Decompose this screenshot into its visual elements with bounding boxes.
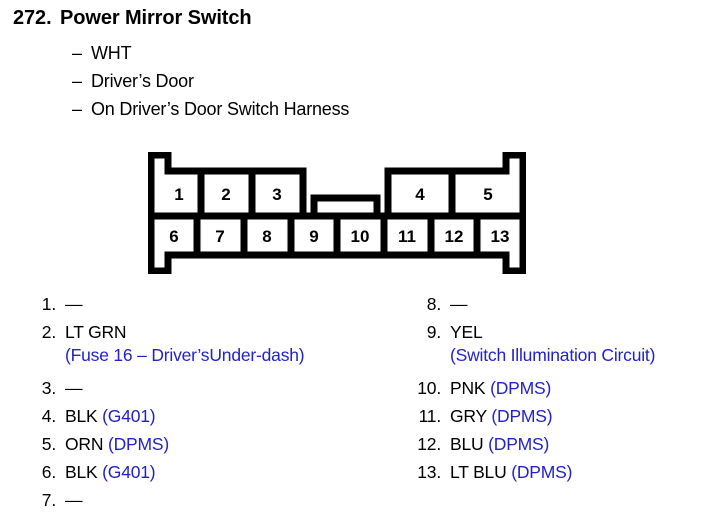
connector-pin-label-13: 13 [491,227,510,246]
pin-number: 13. [417,462,441,482]
connector-svg: 1 2 3 4 5 6 7 8 9 10 11 12 13 [148,152,526,274]
pin-number: 6. [41,462,56,482]
bullet-dash-icon: – [72,99,82,119]
pin-wire-color: PNK [450,378,486,398]
pin-circuit-name: (DPMS) [490,378,552,398]
header-subline-text: WHT [91,43,132,63]
pin-list-item: 6. BLK (G401) [25,462,385,490]
pin-list-item: 10. PNK (DPMS) [410,378,700,406]
connector-pin-label-3: 3 [272,185,281,204]
pin-list-item: 3. — [25,378,385,406]
pin-number: 3. [41,378,56,398]
pin-number: 8. [426,294,441,314]
pin-list-item: 1. — [25,294,385,322]
pin-number: 12. [417,434,441,454]
pin-circuit-name: (DPMS) [491,406,553,426]
connector-pin-label-6: 6 [169,227,178,246]
connector-diagram: 1 2 3 4 5 6 7 8 9 10 11 12 13 [148,152,526,274]
pin-list-item: 13. LT BLU (DPMS) [410,462,700,490]
pin-wire-color: LT GRN [65,322,127,342]
pin-wire-color: — [65,490,83,510]
pin-wire-color: — [65,294,83,314]
bullet-dash-icon: – [72,43,82,63]
page-title-text: Power Mirror Switch [60,7,252,29]
header-subline-location: –Driver’s Door [72,71,194,92]
pin-number: 4. [41,406,56,426]
page-title: 272. Power Mirror Switch [13,7,252,30]
pin-wire-color: — [450,294,468,314]
connector-pin-label-1: 1 [174,185,183,204]
pin-number: 5. [41,434,56,454]
pin-number: 2. [41,322,56,342]
connector-pin-label-2: 2 [221,185,230,204]
pin-circuit-name: (Switch Illumination Circuit) [450,345,656,365]
pin-list-item: 5. ORN (DPMS) [25,434,385,462]
header-subline-wire-color: –WHT [72,43,132,64]
header-subline-harness: –On Driver’s Door Switch Harness [72,99,349,120]
pin-wire-color: GRY [450,406,487,426]
pin-wire-color: BLU [450,434,484,454]
pin-number: 11. [418,406,442,426]
pin-list-item: 7. — [25,490,385,518]
pin-number: 7. [41,490,56,510]
connector-pin-label-11: 11 [398,227,416,246]
connector-pin-label-8: 8 [262,227,271,246]
header-subline-text: Driver’s Door [91,71,194,91]
connector-pin-label-7: 7 [215,227,224,246]
pin-circuit-name: (DPMS) [488,434,550,454]
pin-number: 10. [417,378,441,398]
connector-pin-label-12: 12 [445,227,464,246]
pin-wire-color: YEL [450,322,483,342]
pin-list-item: 8. — [410,294,700,322]
connector-pin-label-4: 4 [415,185,425,204]
pin-number: 1. [41,294,56,314]
connector-pin-label-10: 10 [351,227,370,246]
pin-wire-color: — [65,378,83,398]
pin-wire-color: ORN [65,434,104,454]
bullet-dash-icon: – [72,71,82,91]
connector-pin-label-9: 9 [309,227,318,246]
pin-wire-color: BLK [65,462,98,482]
page-title-number: 272. [13,7,52,29]
pin-circuit-name: (G401) [102,462,156,482]
pin-list-item: 11. GRY (DPMS) [410,406,700,434]
pin-list-item: 4. BLK (G401) [25,406,385,434]
pin-list-right: 8. — 9. YEL (Switch Illumination Circuit) 1… [410,294,700,490]
pin-list-item: 9. YEL (Switch Illumination Circuit) [410,322,700,378]
pin-list-left: 1. — 2. LT GRN (Fuse 16 – Driver’sUnder-das… [25,294,385,518]
pin-circuit-name: (G401) [102,406,156,426]
pin-list-item: 12. BLU (DPMS) [410,434,700,462]
pin-circuit-name: (DPMS) [511,462,573,482]
pin-list-item: 2. LT GRN (Fuse 16 – Driver’sUnder-dash) [25,322,385,378]
pin-circuit-name: (DPMS) [107,434,169,454]
pin-wire-color: BLK [65,406,98,426]
pin-circuit-name: (Fuse 16 – Driver’sUnder-dash) [65,345,305,365]
pin-wire-color: LT BLU [450,462,507,482]
connector-pin-label-5: 5 [483,185,492,204]
pin-number: 9. [426,322,441,342]
header-subline-text: On Driver’s Door Switch Harness [91,99,350,119]
